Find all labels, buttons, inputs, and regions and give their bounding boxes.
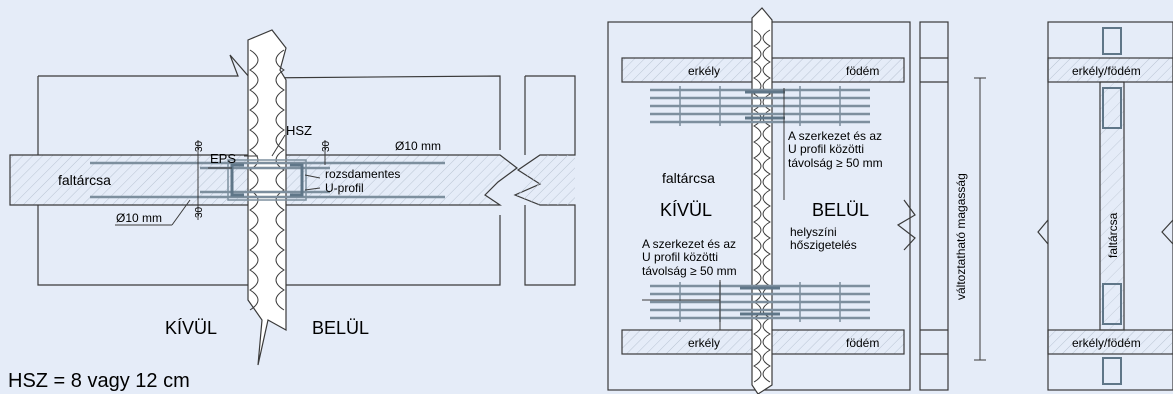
height-label: változtatható magasság — [954, 173, 968, 300]
inside-label-left: BELÜL — [312, 318, 369, 338]
dim-bottom: 30 — [194, 206, 205, 218]
label-hsz: HSZ — [286, 123, 312, 138]
right-wall-label: faltárcsa — [1106, 212, 1120, 258]
right-top-label: erkély/födém — [1072, 64, 1141, 78]
outside-label-middle: KÍVÜL — [660, 200, 712, 220]
inside-label-middle: BELÜL — [812, 200, 869, 220]
distance-note-left-3: távolság ≥ 50 mm — [642, 264, 737, 278]
insulation-thickness-note: HSZ = 8 vagy 12 cm — [8, 370, 190, 392]
balcony-bottom: erkély — [688, 336, 720, 350]
slab-label-middle: faltárcsa — [662, 170, 715, 186]
dim-top-right: 30 — [321, 140, 332, 152]
height-dimension — [642, 77, 986, 361]
middle-section — [607, 21, 949, 391]
rebars-left — [90, 161, 445, 199]
stainless-label: rozsdamentes — [325, 167, 400, 181]
right-bottom-label: erkély/födém — [1072, 336, 1141, 350]
insulation-label-2: hőszigetelés — [790, 238, 857, 252]
rebars-middle-bottom — [650, 282, 870, 322]
label-eps: EPS — [210, 151, 236, 166]
u-profile-label: U-profil — [325, 181, 364, 195]
dim-top-left: 30 — [194, 140, 205, 152]
u-profiles-left — [227, 159, 307, 201]
distance-note-left-2: U profil közötti — [642, 250, 718, 264]
outside-label-left: KÍVÜL — [165, 318, 217, 338]
distance-note-right-3: távolság ≥ 50 mm — [788, 156, 883, 170]
connectors-right — [1102, 27, 1122, 385]
slab-label-left: faltárcsa — [58, 172, 111, 188]
balcony-top: erkély — [688, 64, 720, 78]
floor-bottom: födém — [846, 336, 879, 350]
insulation-label-1: helyszíni — [790, 225, 837, 239]
leaders-left — [115, 134, 440, 226]
floor-top: födém — [846, 64, 879, 78]
distance-note-right-1: A szerkezet és az — [788, 129, 882, 143]
insulation-middle — [751, 7, 773, 394]
left-section — [9, 54, 576, 286]
distance-note-right-2: U profil közötti — [788, 142, 864, 156]
rebars-middle-top — [650, 86, 870, 126]
rebar-bottom-label: Ø10 mm — [116, 211, 162, 225]
wall-outline — [38, 54, 501, 150]
rebar-top-label: Ø10 mm — [395, 139, 441, 153]
distance-note-left-1: A szerkezet és az — [642, 237, 736, 251]
